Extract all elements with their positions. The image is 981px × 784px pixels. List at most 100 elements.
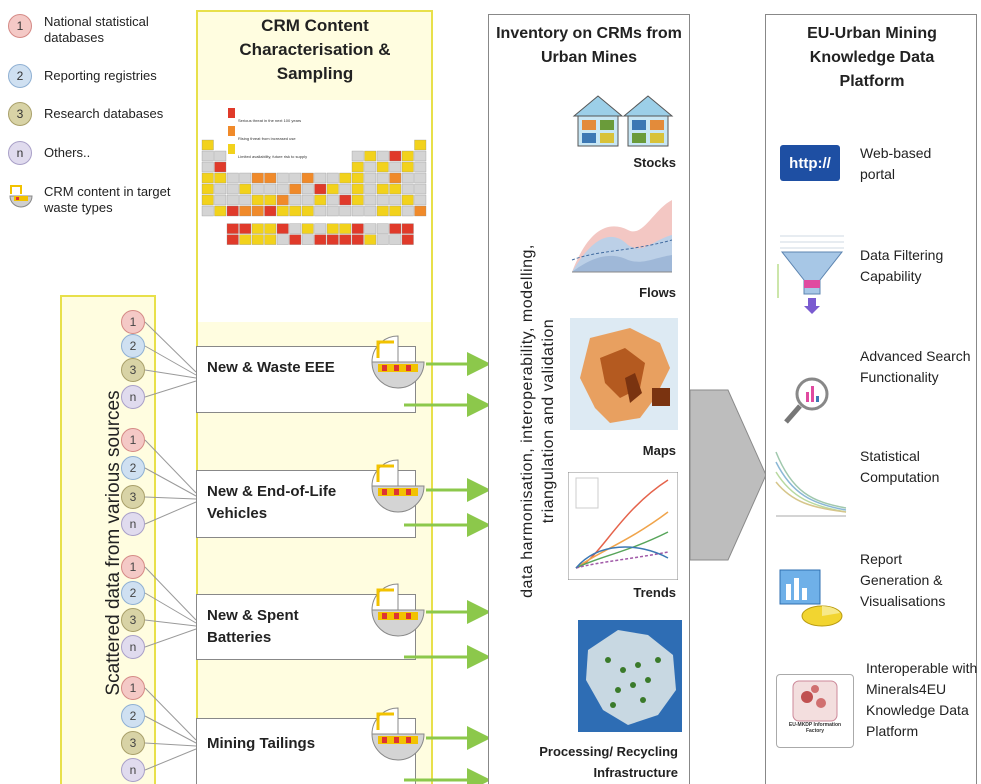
element-cell: [251, 205, 264, 217]
element-cell: [301, 205, 314, 217]
legend-item-registries: 2 Reporting registries: [8, 64, 184, 88]
source-circle-3: 3: [121, 731, 145, 755]
element-cell: [301, 234, 314, 245]
periodic-legend: Serious threat in the next 100 years Ris…: [238, 112, 307, 166]
element-cell: [239, 205, 252, 217]
magnifier-icon: [784, 377, 829, 424]
legend-label: Reporting registries: [44, 68, 157, 83]
element-cell: [276, 172, 289, 184]
periodic-legend-item: Serious threat in the next 100 years: [238, 118, 302, 123]
element-cell: [251, 194, 264, 206]
source-circle-1: 1: [121, 310, 145, 334]
element-cell: [264, 194, 277, 206]
element-cell: [414, 139, 427, 151]
source-circle-n: n: [121, 385, 145, 409]
element-cell: [351, 194, 364, 206]
source-circle-2: 2: [121, 581, 145, 605]
element-cell: [201, 161, 214, 173]
inventory-item-stocks: Stocks: [633, 155, 676, 170]
legend-item-national: 1 National statistical databases: [8, 14, 154, 46]
element-cell: [326, 234, 339, 245]
element-cell: [201, 150, 214, 162]
element-cell: [289, 172, 302, 184]
source-circle-1: 1: [121, 555, 145, 579]
source-circle-3: 3: [121, 358, 145, 382]
element-cell: [401, 172, 414, 184]
source-circle-n: n: [121, 512, 145, 536]
element-cell: [339, 172, 352, 184]
platform-title: EU-Urban Mining Knowledge Data Platform: [807, 25, 937, 90]
element-cell: [289, 205, 302, 217]
inventory-item-trends: Trends: [633, 585, 676, 600]
characterisation-title: CRM Content Characterisation & Sampling: [239, 16, 391, 83]
element-cell: [264, 205, 277, 217]
element-cell: [251, 172, 264, 184]
feature-label-interoperable: Interoperable with Minerals4EU Knowledge…: [866, 660, 978, 739]
element-cell: [376, 161, 389, 173]
element-cell: [226, 194, 239, 206]
feature-label-portal: Web-based portal: [860, 145, 932, 182]
element-cell: [389, 205, 402, 217]
element-cell: [364, 172, 377, 184]
inventory-item-flows: Flows: [639, 285, 676, 300]
element-cell: [276, 183, 289, 195]
http-icon-text: http://: [789, 154, 831, 172]
element-cell: [389, 234, 402, 245]
source-circle-3: 3: [121, 485, 145, 509]
element-cell: [326, 172, 339, 184]
element-cell: [226, 205, 239, 217]
element-cell: [401, 161, 414, 173]
element-cell: [301, 172, 314, 184]
feature-label-filtering: Data Filtering Capability: [860, 247, 944, 284]
inventory-item-maps: Maps: [642, 443, 676, 458]
element-cell: [414, 205, 427, 217]
element-cell: [201, 194, 214, 206]
element-cell: [214, 183, 227, 195]
element-cell: [276, 223, 289, 234]
source-circle-n: n: [121, 758, 145, 782]
statistics-chart-icon: [772, 432, 850, 522]
factory-icon: EU-MKDP Information Factory: [776, 674, 854, 748]
element-cell: [301, 183, 314, 195]
element-cell: [226, 234, 239, 245]
crm-content-icon: [371, 583, 425, 637]
element-cell: [326, 223, 339, 234]
element-cell: [239, 172, 252, 184]
element-cell: [401, 194, 414, 206]
element-cell: [339, 183, 352, 195]
crm-content-icon: [9, 185, 33, 208]
element-cell: [264, 234, 277, 245]
element-cell: [214, 161, 227, 173]
waste-label: New & Waste EEE: [207, 359, 335, 376]
element-cell: [401, 183, 414, 195]
element-cell: [389, 223, 402, 234]
source-circle-1: 1: [121, 676, 145, 700]
element-cell: [289, 223, 302, 234]
waste-label: Mining Tailings: [207, 735, 316, 752]
element-cell: [376, 183, 389, 195]
element-cell: [376, 194, 389, 206]
periodic-table-graphic: [201, 108, 427, 245]
factory-label: EU-MKDP Information Factory: [788, 722, 842, 734]
element-cell: [364, 183, 377, 195]
element-cell: [251, 223, 264, 234]
source-circle-1: 1: [121, 428, 145, 452]
element-cell: [401, 205, 414, 217]
crm-content-icon: [371, 459, 425, 513]
element-cell: [239, 183, 252, 195]
report-icon: [779, 569, 843, 627]
element-cell: [376, 234, 389, 245]
element-cell: [301, 223, 314, 234]
element-cell: [251, 183, 264, 195]
element-cell: [326, 183, 339, 195]
source-circle-2: 2: [121, 456, 145, 480]
waste-label: New & Spent Batteries: [207, 607, 299, 646]
waste-label: New & End-of-Life Vehicles: [207, 483, 337, 522]
element-cell: [351, 172, 364, 184]
element-cell: [389, 194, 402, 206]
trends-image: [568, 472, 678, 580]
element-cell: [401, 150, 414, 162]
element-cell: [339, 234, 352, 245]
